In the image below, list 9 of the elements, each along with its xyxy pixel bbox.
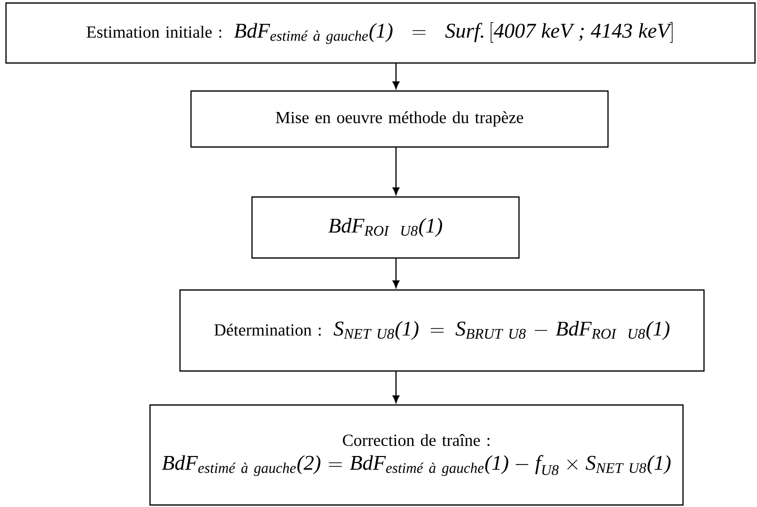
- process-box: Détermination : $\textit{S}_{\textit{NET U8}}\textit{(1)} = \textit{S}_{\textit{BRUT U8}} - \textit{BdF}_{\textit{ROI\ \ U8}}\textit{(1)}$: [179, 289, 705, 372]
- arrow: [392, 148, 400, 195]
- arrow: [392, 64, 400, 89]
- process-box: $\textit{BdF}_{\textit{ROI\ \ U8}}\textit{(1)}$: [251, 196, 520, 259]
- process-box: Estimation initiale : $\textit{BdF}_{\textit{estimé à gauche}}\textit{(1)} = \textit{Surf.}\left[\textit{4007 keV ; 4143 keV}\right]$: [5, 2, 756, 64]
- arrow: [392, 372, 400, 403]
- process-box: Mise en oeuvre méthode du trapèze: [190, 90, 609, 148]
- arrow: [392, 258, 400, 288]
- process-box: Correction de traîne : $\textit{BdF}_{\textit{estimé à gauche}}\textit{(2)} = \textit{BdF}_{\textit{estimé à gauche}}\textit{(1)} - \textit{f}_{\textit{U8}} \times \textit{S}_{\textit{NET U8}}\textit{(1)}$: [149, 404, 684, 506]
